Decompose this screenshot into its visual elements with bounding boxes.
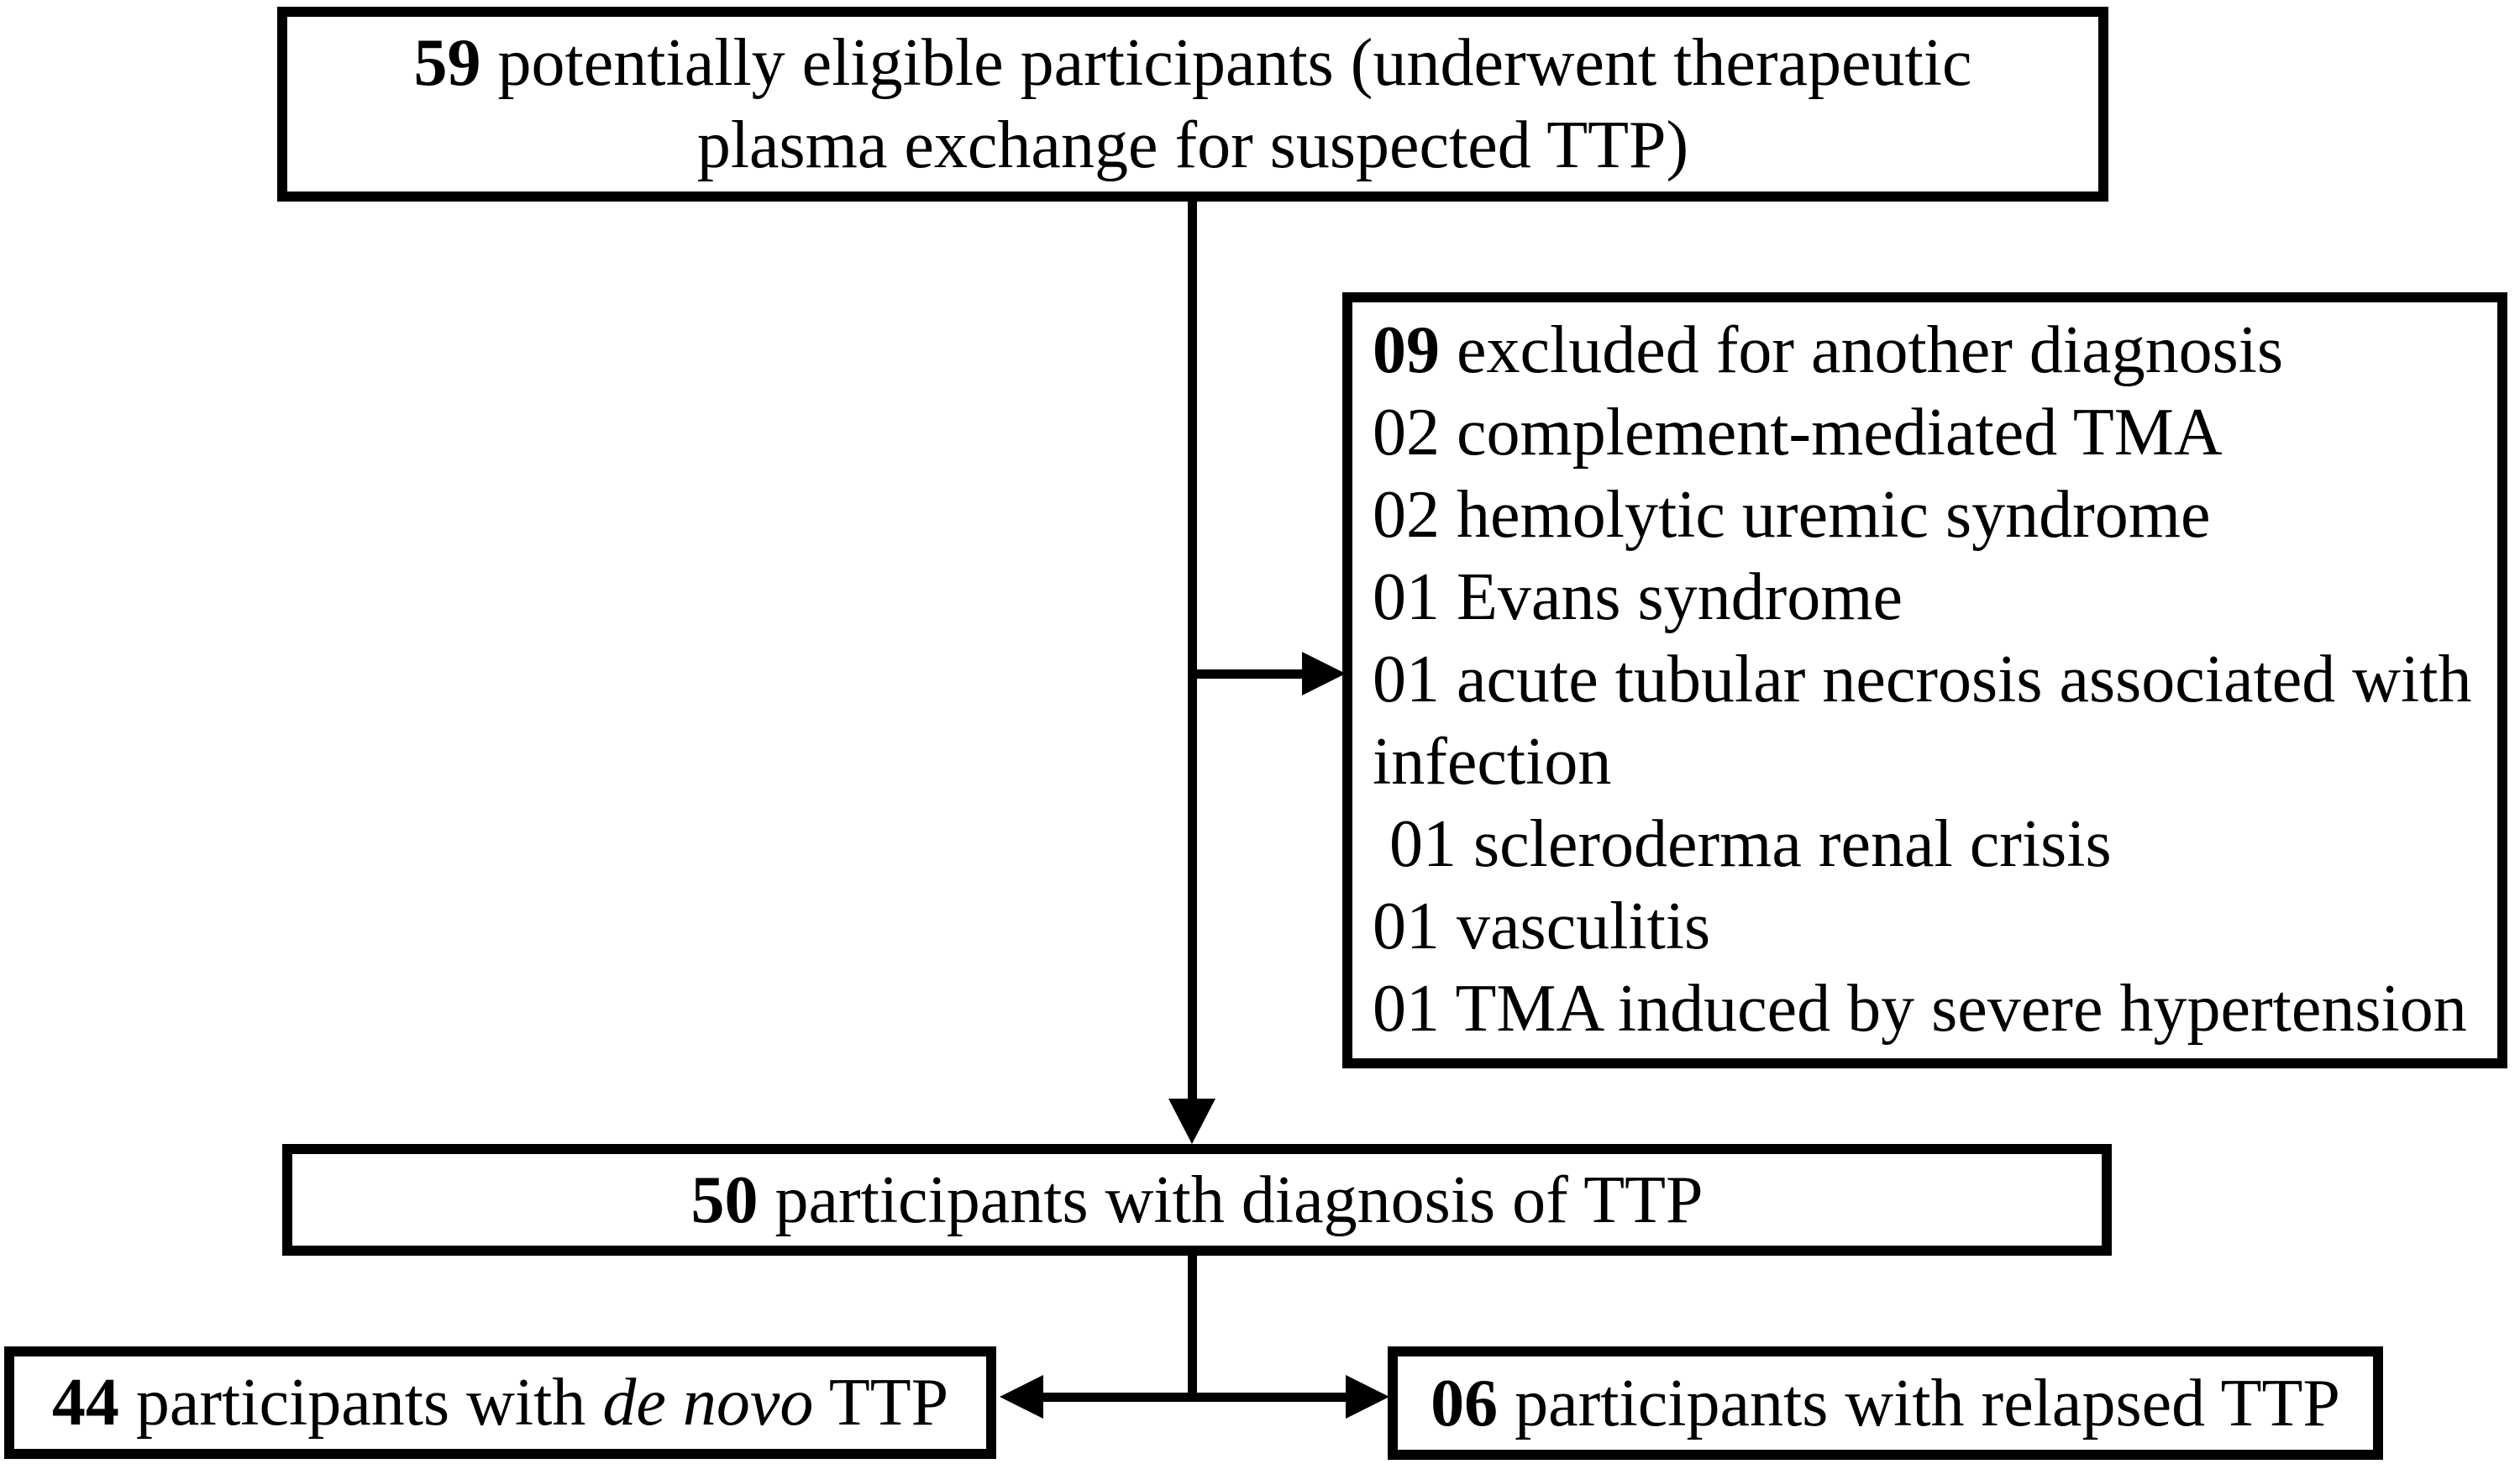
relapsed-count: 06 — [1431, 1366, 1499, 1440]
exclusion-item: 01 acute tubular necrosis associated wit… — [1373, 643, 2472, 716]
de-novo-line: 44 participants with de novo TTP — [52, 1362, 948, 1444]
horizontal-line-exclusion — [1193, 669, 1304, 679]
relapsed-ttp-box: 06 participants with relapsed TTP — [1388, 1346, 2383, 1460]
arrow-left-icon — [1000, 1375, 1043, 1419]
eligible-text-2: plasma exchange for suspected TTP) — [696, 108, 1689, 182]
exclusion-item: 01 scleroderma renal crisis — [1373, 807, 2112, 881]
vertical-line-top — [1188, 202, 1197, 1102]
arrow-right-icon — [1346, 1375, 1389, 1419]
diagnosis-count: 50 — [690, 1162, 759, 1237]
diagnosis-text: participants with diagnosis of TTP — [758, 1162, 1704, 1237]
exclusion-item: 01 TMA induced by severe hypertension — [1373, 972, 2467, 1046]
exclusion-item: 01 vasculitis — [1373, 889, 1711, 963]
exclusion-item-wrap: infection — [1373, 725, 1612, 799]
eligible-text-1: potentially eligible participants (under… — [480, 26, 1972, 100]
exclusion-item: 01 Evans syndrome — [1373, 560, 1903, 634]
relapsed-line: 06 participants with relapsed TTP — [1431, 1362, 2340, 1445]
de-novo-text-post: TTP — [813, 1366, 949, 1440]
de-novo-italic: de novo — [602, 1366, 814, 1440]
exclusion-header-text: excluded for another diagnosis — [1440, 313, 2284, 387]
de-novo-text-pre: participants with — [118, 1366, 603, 1440]
exclusion-item: 02 hemolytic uremic syndrome — [1373, 478, 2211, 552]
exclusion-count: 09 — [1373, 313, 1440, 387]
eligible-line-2: plasma exchange for suspected TTP) — [697, 104, 1688, 186]
eligible-count: 59 — [413, 26, 481, 100]
eligible-participants-box: 59 potentially eligible participants (un… — [277, 7, 2108, 202]
de-novo-count: 44 — [51, 1366, 119, 1440]
ttp-diagnosis-box: 50 participants with diagnosis of TTP — [282, 1144, 2112, 1256]
vertical-line-bottom — [1188, 1256, 1197, 1402]
exclusion-box: 09 excluded for another diagnosis 02 com… — [1342, 292, 2507, 1068]
exclusion-header: 09 excluded for another diagnosis — [1373, 309, 2482, 391]
arrow-right-icon — [1302, 652, 1346, 695]
horizontal-line-split — [1042, 1393, 1347, 1402]
de-novo-ttp-box: 44 participants with de novo TTP — [4, 1346, 996, 1459]
diagnosis-line: 50 participants with diagnosis of TTP — [690, 1159, 1703, 1241]
exclusion-item: 02 complement-mediated TMA — [1373, 396, 2223, 470]
eligible-line-1: 59 potentially eligible participants (un… — [414, 22, 1972, 104]
arrow-down-icon — [1168, 1099, 1215, 1144]
relapsed-text: participants with relapsed TTP — [1498, 1366, 2340, 1440]
